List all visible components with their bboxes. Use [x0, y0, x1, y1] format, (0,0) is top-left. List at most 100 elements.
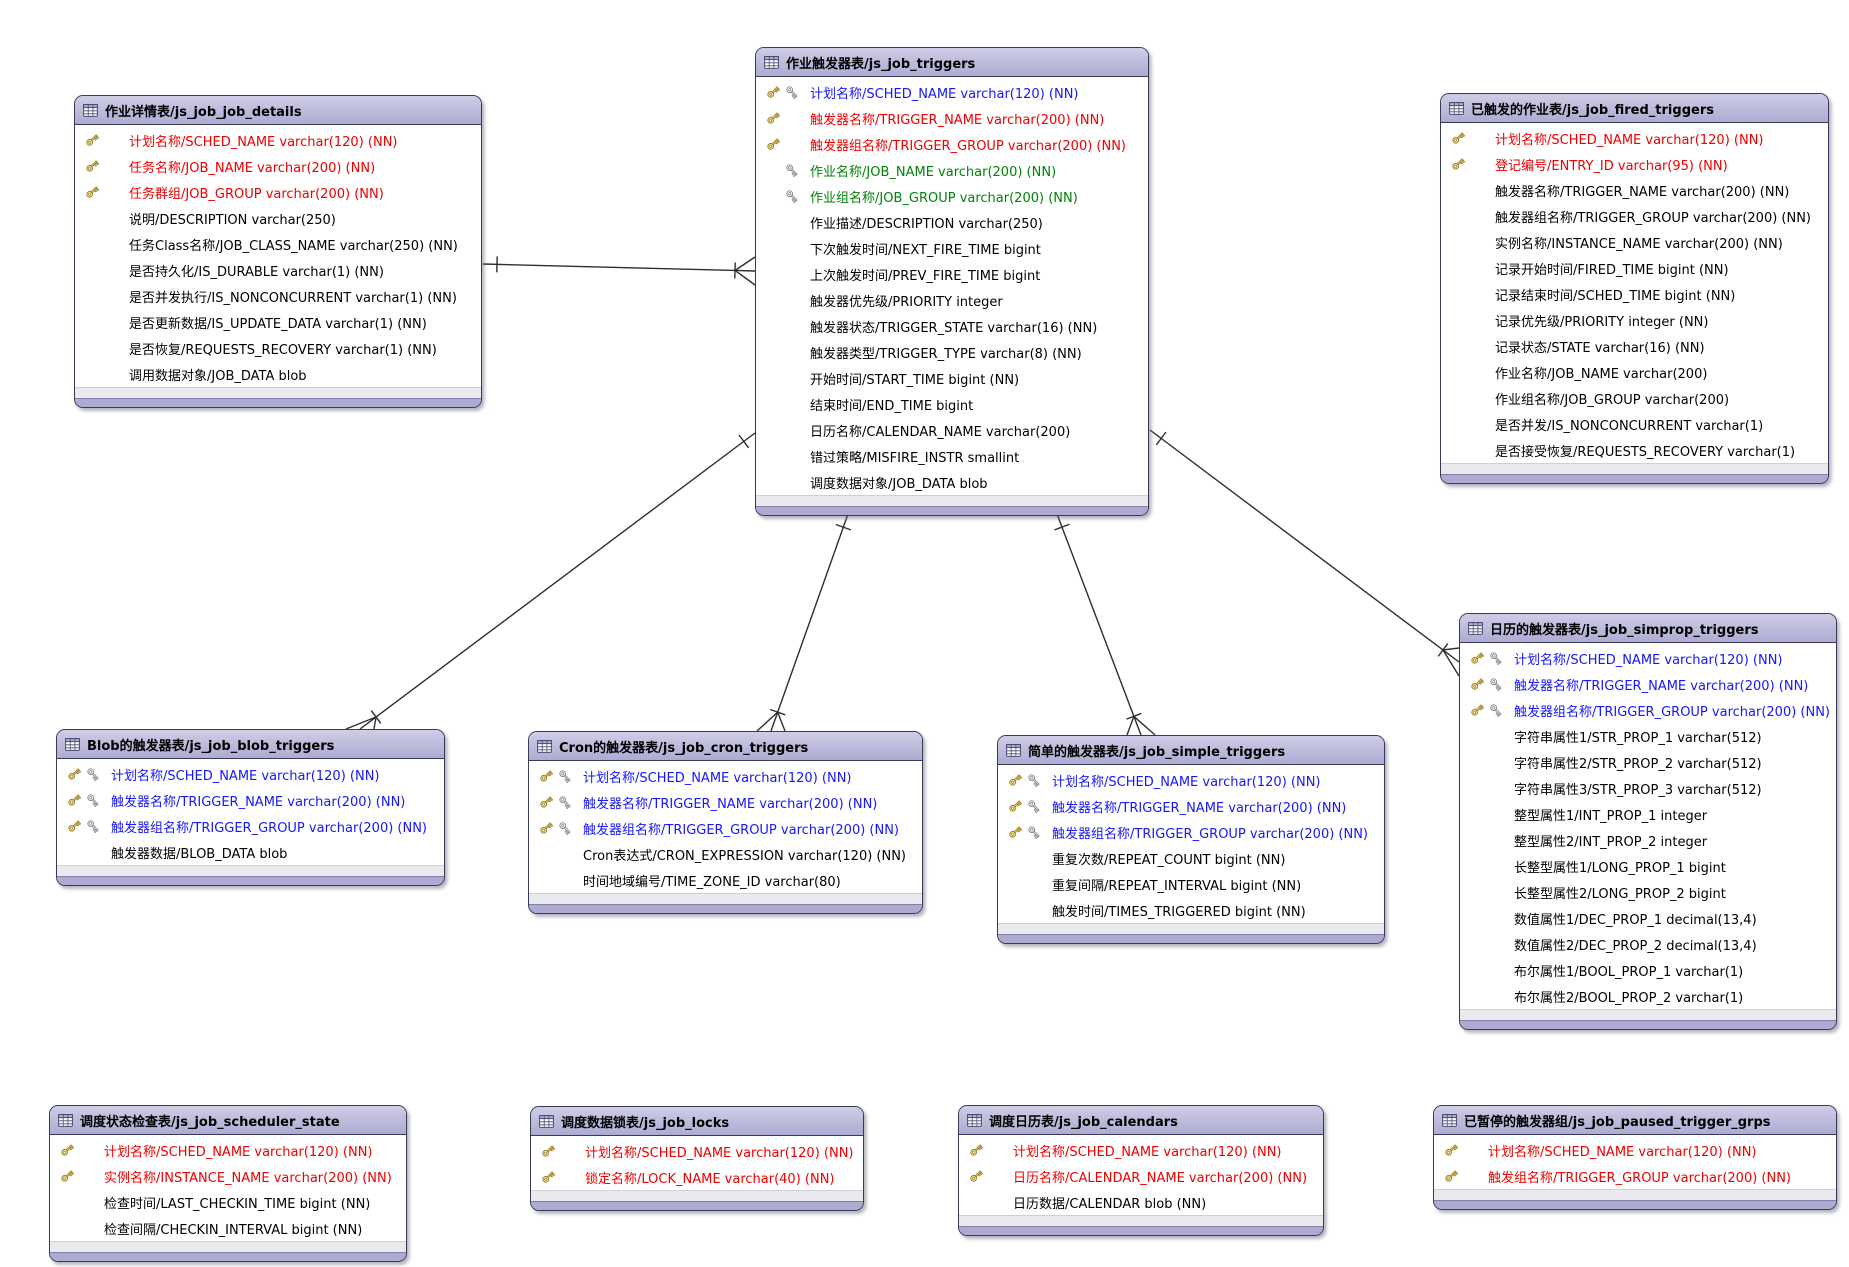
field-row[interactable]: 触发器组名称/TRIGGER_GROUP varchar(200) (NN): [57, 813, 444, 839]
field-row[interactable]: 作业描述/DESCRIPTION varchar(250): [756, 209, 1148, 235]
field-row[interactable]: 日历名称/CALENDAR_NAME varchar(200): [756, 417, 1148, 443]
field-row[interactable]: 数值属性1/DEC_PROP_1 decimal(13,4): [1460, 905, 1836, 931]
field-row[interactable]: 触发器组名称/TRIGGER_GROUP varchar(200) (NN): [756, 131, 1148, 157]
field-row[interactable]: 数值属性2/DEC_PROP_2 decimal(13,4): [1460, 931, 1836, 957]
table-header[interactable]: Blob的触发器表/js_job_blob_triggers: [57, 730, 444, 759]
table-header[interactable]: 已暂停的触发器组/js_job_paused_trigger_grps: [1434, 1106, 1836, 1135]
field-row[interactable]: 重复次数/REPEAT_COUNT bigint (NN): [998, 845, 1384, 871]
relationship-js_job_triggers-to-js_job_blob_triggers[interactable]: [345, 432, 756, 730]
field-row[interactable]: 计划名称/SCHED_NAME varchar(120) (NN): [959, 1137, 1323, 1163]
relationship-js_job_triggers-to-js_job_simple_triggers[interactable]: [1054, 513, 1156, 736]
field-row[interactable]: 登记编号/ENTRY_ID varchar(95) (NN): [1441, 151, 1828, 177]
field-row[interactable]: 实例名称/INSTANCE_NAME varchar(200) (NN): [50, 1163, 406, 1189]
field-row[interactable]: 任务Class名称/JOB_CLASS_NAME varchar(250) (N…: [75, 231, 481, 257]
field-row[interactable]: 字符串属性3/STR_PROP_3 varchar(512): [1460, 775, 1836, 801]
field-row[interactable]: 布尔属性2/BOOL_PROP_2 varchar(1): [1460, 983, 1836, 1009]
field-row[interactable]: 上次触发时间/PREV_FIRE_TIME bigint: [756, 261, 1148, 287]
field-row[interactable]: 调用数据对象/JOB_DATA blob: [75, 361, 481, 387]
table-header[interactable]: 调度日历表/js_job_calendars: [959, 1106, 1323, 1135]
field-row[interactable]: 触发器组名称/TRIGGER_GROUP varchar(200) (NN): [1441, 203, 1828, 229]
field-row[interactable]: 触发器组名称/TRIGGER_GROUP varchar(200) (NN): [529, 815, 922, 841]
field-row[interactable]: 记录结束时间/SCHED_TIME bigint (NN): [1441, 281, 1828, 307]
field-row[interactable]: 下次触发时间/NEXT_FIRE_TIME bigint: [756, 235, 1148, 261]
field-row[interactable]: 触发时间/TIMES_TRIGGERED bigint (NN): [998, 897, 1384, 923]
field-row[interactable]: 锁定名称/LOCK_NAME varchar(40) (NN): [531, 1164, 863, 1190]
table-header[interactable]: 调度数据锁表/js_job_locks: [531, 1107, 863, 1136]
field-row[interactable]: 计划名称/SCHED_NAME varchar(120) (NN): [1441, 125, 1828, 151]
field-row[interactable]: 说明/DESCRIPTION varchar(250): [75, 205, 481, 231]
field-row[interactable]: 触发器组名称/TRIGGER_GROUP varchar(200) (NN): [998, 819, 1384, 845]
field-row[interactable]: 任务名称/JOB_NAME varchar(200) (NN): [75, 153, 481, 179]
field-row[interactable]: 记录状态/STATE varchar(16) (NN): [1441, 333, 1828, 359]
field-row[interactable]: 作业名称/JOB_NAME varchar(200) (NN): [756, 157, 1148, 183]
field-row[interactable]: 长整型属性2/LONG_PROP_2 bigint: [1460, 879, 1836, 905]
field-row[interactable]: 实例名称/INSTANCE_NAME varchar(200) (NN): [1441, 229, 1828, 255]
field-row[interactable]: 时间地域编号/TIME_ZONE_ID varchar(80): [529, 867, 922, 893]
table-header[interactable]: 已触发的作业表/js_job_fired_triggers: [1441, 94, 1828, 123]
field-row[interactable]: 计划名称/SCHED_NAME varchar(120) (NN): [1434, 1137, 1836, 1163]
field-row[interactable]: 计划名称/SCHED_NAME varchar(120) (NN): [531, 1138, 863, 1164]
field-row[interactable]: 计划名称/SCHED_NAME varchar(120) (NN): [75, 127, 481, 153]
field-row[interactable]: 长整型属性1/LONG_PROP_1 bigint: [1460, 853, 1836, 879]
field-row[interactable]: 是否并发/IS_NONCONCURRENT varchar(1): [1441, 411, 1828, 437]
field-row[interactable]: 计划名称/SCHED_NAME varchar(120) (NN): [529, 763, 922, 789]
field-row[interactable]: 检查间隔/CHECKIN_INTERVAL bigint (NN): [50, 1215, 406, 1241]
field-row[interactable]: 布尔属性1/BOOL_PROP_1 varchar(1): [1460, 957, 1836, 983]
field-row[interactable]: Cron表达式/CRON_EXPRESSION varchar(120) (NN…: [529, 841, 922, 867]
table-header[interactable]: 日历的触发器表/js_job_simprop_triggers: [1460, 614, 1836, 643]
field-row[interactable]: 触发器类型/TRIGGER_TYPE varchar(8) (NN): [756, 339, 1148, 365]
field-row[interactable]: 触发组名称/TRIGGER_GROUP varchar(200) (NN): [1434, 1163, 1836, 1189]
field-row[interactable]: 记录优先级/PRIORITY integer (NN): [1441, 307, 1828, 333]
field-row[interactable]: 是否并发执行/IS_NONCONCURRENT varchar(1) (NN): [75, 283, 481, 309]
field-row[interactable]: 检查时间/LAST_CHECKIN_TIME bigint (NN): [50, 1189, 406, 1215]
table-header[interactable]: 调度状态检查表/js_job_scheduler_state: [50, 1106, 406, 1135]
field-row[interactable]: 字符串属性1/STR_PROP_1 varchar(512): [1460, 723, 1836, 749]
field-row[interactable]: 触发器名称/TRIGGER_NAME varchar(200) (NN): [998, 793, 1384, 819]
field-row[interactable]: 调度数据对象/JOB_DATA blob: [756, 469, 1148, 495]
field-row[interactable]: 触发器组名称/TRIGGER_GROUP varchar(200) (NN): [1460, 697, 1836, 723]
field-row[interactable]: 错过策略/MISFIRE_INSTR smallint: [756, 443, 1148, 469]
field-row[interactable]: 字符串属性2/STR_PROP_2 varchar(512): [1460, 749, 1836, 775]
field-row[interactable]: 结束时间/END_TIME bigint: [756, 391, 1148, 417]
field-row[interactable]: 重复间隔/REPEAT_INTERVAL bigint (NN): [998, 871, 1384, 897]
field-row[interactable]: 触发器名称/TRIGGER_NAME varchar(200) (NN): [529, 789, 922, 815]
field-row[interactable]: 日历数据/CALENDAR blob (NN): [959, 1189, 1323, 1215]
table-header[interactable]: 作业详情表/js_job_job_details: [75, 96, 481, 125]
field-row[interactable]: 触发器名称/TRIGGER_NAME varchar(200) (NN): [57, 787, 444, 813]
field-row[interactable]: 作业组名称/JOB_GROUP varchar(200) (NN): [756, 183, 1148, 209]
relationship-js_job_triggers-to-js_job_cron_triggers[interactable]: [756, 513, 852, 732]
field-row[interactable]: 触发器优先级/PRIORITY integer: [756, 287, 1148, 313]
field-row[interactable]: 触发器名称/TRIGGER_NAME varchar(200) (NN): [1460, 671, 1836, 697]
field-row[interactable]: 作业组名称/JOB_GROUP varchar(200): [1441, 385, 1828, 411]
table-header[interactable]: Cron的触发器表/js_job_cron_triggers: [529, 732, 922, 761]
field-row[interactable]: 整型属性2/INT_PROP_2 integer: [1460, 827, 1836, 853]
field-row[interactable]: 开始时间/START_TIME bigint (NN): [756, 365, 1148, 391]
field-row[interactable]: 整型属性1/INT_PROP_1 integer: [1460, 801, 1836, 827]
field-row[interactable]: 触发器名称/TRIGGER_NAME varchar(200) (NN): [1441, 177, 1828, 203]
field-row[interactable]: 日历名称/CALENDAR_NAME varchar(200) (NN): [959, 1163, 1323, 1189]
field-row[interactable]: 是否持久化/IS_DURABLE varchar(1) (NN): [75, 257, 481, 283]
field-row[interactable]: 是否更新数据/IS_UPDATE_DATA varchar(1) (NN): [75, 309, 481, 335]
field-row[interactable]: 是否恢复/REQUESTS_RECOVERY varchar(1) (NN): [75, 335, 481, 361]
field-row[interactable]: 触发器名称/TRIGGER_NAME varchar(200) (NN): [756, 105, 1148, 131]
field-row[interactable]: 计划名称/SCHED_NAME varchar(120) (NN): [57, 761, 444, 787]
field-row[interactable]: 作业名称/JOB_NAME varchar(200): [1441, 359, 1828, 385]
relationship-js_job_job_details-to-js_job_triggers[interactable]: [482, 256, 756, 286]
field-row[interactable]: 计划名称/SCHED_NAME varchar(120) (NN): [998, 767, 1384, 793]
relationship-js_job_triggers-to-js_job_simprop_triggers[interactable]: [1149, 429, 1460, 677]
field-row[interactable]: 任务群组/JOB_GROUP varchar(200) (NN): [75, 179, 481, 205]
table-header[interactable]: 作业触发器表/js_job_triggers: [756, 48, 1148, 77]
field-row[interactable]: 计划名称/SCHED_NAME varchar(120) (NN): [50, 1137, 406, 1163]
field-row[interactable]: 计划名称/SCHED_NAME varchar(120) (NN): [756, 79, 1148, 105]
